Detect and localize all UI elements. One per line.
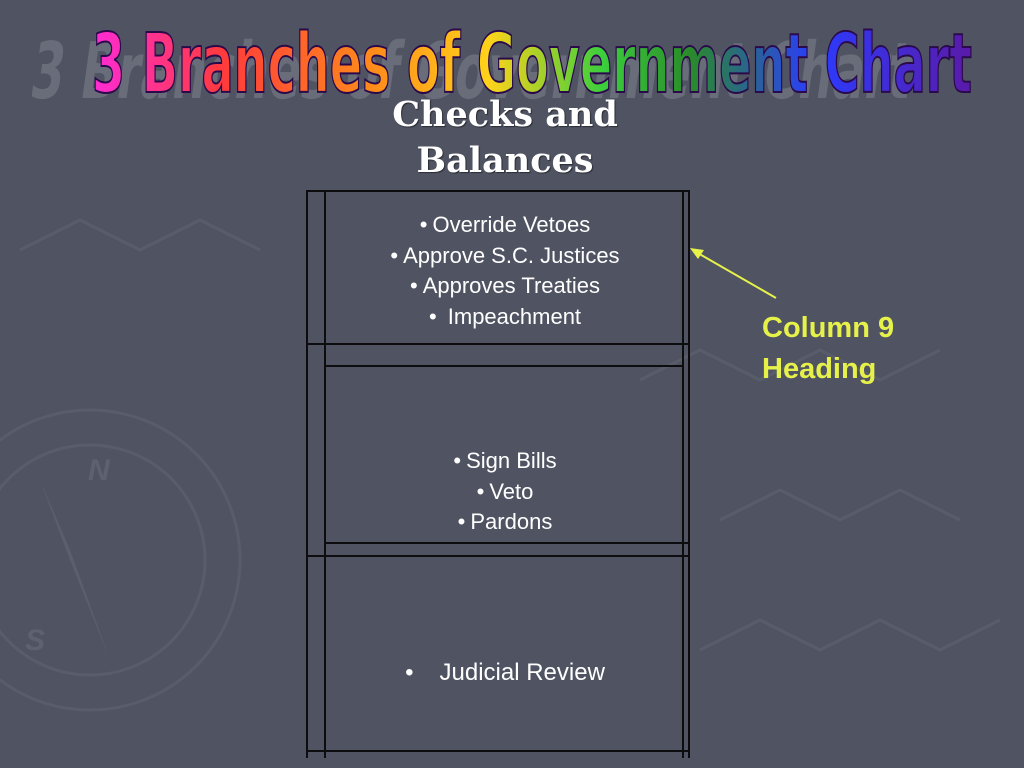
list-item: • Impeachment: [428, 303, 582, 329]
branches-chart: •Override Vetoes •Approve S.C. Justices …: [306, 190, 690, 758]
svg-text:S: S: [25, 624, 45, 657]
list-item: •Approves Treaties: [409, 273, 600, 298]
frame-line: [688, 190, 690, 758]
frame-line: [324, 365, 684, 367]
legislative-checks-cell: •Override Vetoes •Approve S.C. Justices …: [326, 210, 684, 332]
frame-line: [306, 343, 690, 345]
title-shadow: 3 Branches of Government Chart: [26, 26, 919, 110]
frame-line: [306, 190, 308, 758]
frame-line: [306, 750, 690, 752]
list-item: •Veto: [476, 478, 534, 504]
frame-line: [306, 555, 690, 557]
frame-line: [682, 190, 684, 758]
list-item: •Sign Bills: [453, 448, 557, 473]
column-heading-annotation: Column 9 Heading: [762, 308, 894, 390]
frame-line: [306, 190, 690, 192]
frame-line: [324, 190, 326, 758]
list-item: •Approve S.C. Justices: [390, 242, 620, 268]
slide-subtitle: Checks and Balances: [392, 94, 618, 181]
annotation-line-2: Heading: [762, 353, 877, 385]
annotation-line-1: Column 9: [762, 312, 895, 344]
title-text: 3 Branches of Government Chart: [92, 17, 972, 110]
judicial-checks-cell: •Judicial Review: [326, 658, 684, 689]
list-item: •Override Vetoes: [419, 212, 591, 237]
svg-text:N: N: [88, 454, 111, 487]
list-item: •Pardons: [457, 509, 553, 534]
frame-line: [324, 542, 690, 544]
list-item: •Judicial Review: [405, 659, 605, 686]
slide-title: 3 Branches of Government Chart 3 Branche…: [0, 0, 1024, 117]
executive-checks-cell: •Sign Bills •Veto •Pardons: [326, 446, 684, 538]
